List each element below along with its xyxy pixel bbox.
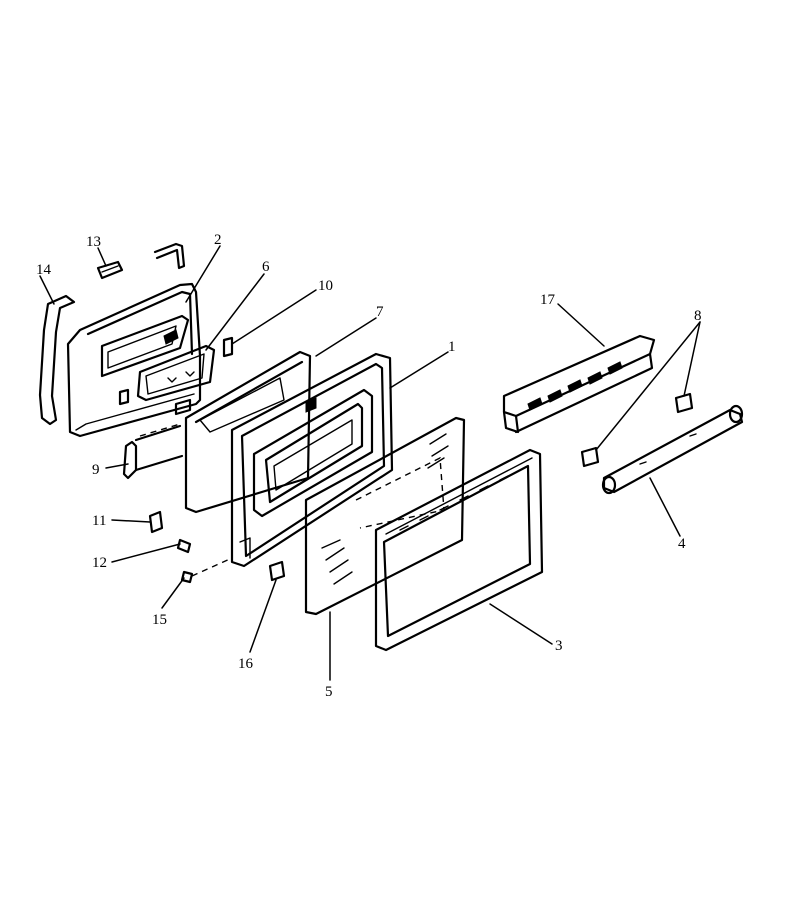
part-2-outer-door-panel bbox=[66, 282, 202, 438]
part-17-rail bbox=[502, 334, 656, 434]
leader-3 bbox=[489, 603, 553, 645]
callout-6: 6 bbox=[262, 259, 270, 275]
callout-11: 11 bbox=[92, 513, 106, 529]
leader-9 bbox=[105, 463, 129, 469]
leader-11 bbox=[111, 519, 151, 523]
callout-labels: 1 2 3 4 5 6 7 8 9 10 11 12 13 14 15 16 1… bbox=[36, 232, 702, 700]
callout-4: 4 bbox=[678, 536, 686, 552]
part-10-clip bbox=[222, 336, 234, 358]
callout-10: 10 bbox=[318, 278, 333, 294]
leader-17 bbox=[557, 303, 605, 347]
leader-1 bbox=[389, 351, 449, 389]
callout-13: 13 bbox=[86, 234, 101, 250]
part-11-clip bbox=[148, 510, 164, 534]
leader-7 bbox=[315, 317, 377, 357]
callout-7: 7 bbox=[376, 304, 384, 320]
leader-10 bbox=[231, 289, 317, 345]
leader-6 bbox=[205, 273, 265, 351]
callout-14: 14 bbox=[36, 262, 52, 278]
part-12-screw bbox=[176, 538, 192, 554]
callout-1: 1 bbox=[448, 339, 456, 355]
callout-5: 5 bbox=[325, 684, 333, 700]
callout-3: 3 bbox=[555, 638, 563, 654]
leader-16 bbox=[249, 579, 277, 653]
part-16-clip bbox=[268, 560, 286, 582]
callout-8: 8 bbox=[694, 308, 702, 324]
callout-9: 9 bbox=[92, 462, 100, 478]
part-13-clip bbox=[96, 260, 124, 280]
leader-13 bbox=[97, 247, 107, 267]
leader-2 bbox=[185, 245, 221, 303]
hook-piece bbox=[153, 242, 186, 270]
part-5-inner-glass bbox=[304, 416, 466, 616]
callout-17: 17 bbox=[540, 292, 556, 308]
part-4-handle-bar bbox=[601, 404, 744, 495]
part-14-gasket bbox=[38, 294, 76, 426]
leader-14 bbox=[39, 275, 55, 305]
part-8-end-caps bbox=[580, 392, 694, 468]
part-3-outer-frame bbox=[374, 448, 544, 652]
callout-15: 15 bbox=[152, 612, 167, 628]
small-clip bbox=[174, 398, 192, 416]
part-1-door-liner-frame bbox=[230, 352, 394, 568]
leader-lines bbox=[39, 245, 701, 681]
leader-15 bbox=[161, 577, 185, 609]
callout-12: 12 bbox=[92, 555, 107, 571]
part-6-handle-insert bbox=[136, 344, 216, 402]
part-15-screw bbox=[180, 557, 233, 584]
callout-2: 2 bbox=[214, 232, 222, 248]
leader-8a bbox=[595, 321, 701, 451]
leader-4 bbox=[649, 477, 681, 537]
part-9-hinge-bracket bbox=[122, 423, 184, 480]
callout-16: 16 bbox=[238, 656, 254, 672]
leader-8b bbox=[683, 321, 701, 397]
leader-12 bbox=[111, 543, 181, 563]
